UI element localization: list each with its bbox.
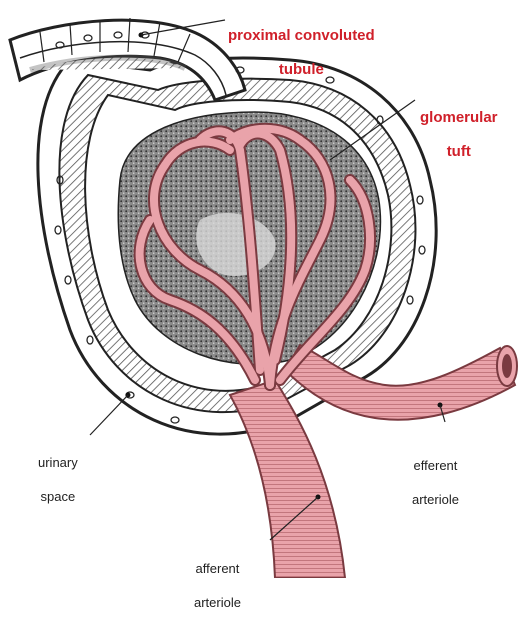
label-glomerular-tuft: glomerular tuft <box>420 92 498 177</box>
label-urinary-space: urinary space <box>38 437 78 522</box>
label-afferent-line1: afferent <box>194 560 241 577</box>
label-glomerular-line2: tuft <box>420 143 498 160</box>
label-efferent-line1: efferent <box>412 457 459 474</box>
label-proximal-line1: proximal convoluted <box>228 27 375 44</box>
label-glomerular-line1: glomerular <box>420 109 498 126</box>
label-efferent-arteriole: efferent arteriole <box>412 440 459 525</box>
afferent-arteriole <box>230 380 345 578</box>
label-proximal-convoluted-tubule: proximal convoluted tubule <box>228 10 375 95</box>
label-afferent-line2: arteriole <box>194 594 241 611</box>
label-urinary-line1: urinary <box>38 454 78 471</box>
label-afferent-arteriole: afferent arteriole <box>194 543 241 628</box>
label-urinary-line2: space <box>38 488 78 505</box>
label-proximal-line2: tubule <box>228 61 375 78</box>
label-efferent-line2: arteriole <box>412 491 459 508</box>
efferent-arteriole <box>285 345 515 420</box>
